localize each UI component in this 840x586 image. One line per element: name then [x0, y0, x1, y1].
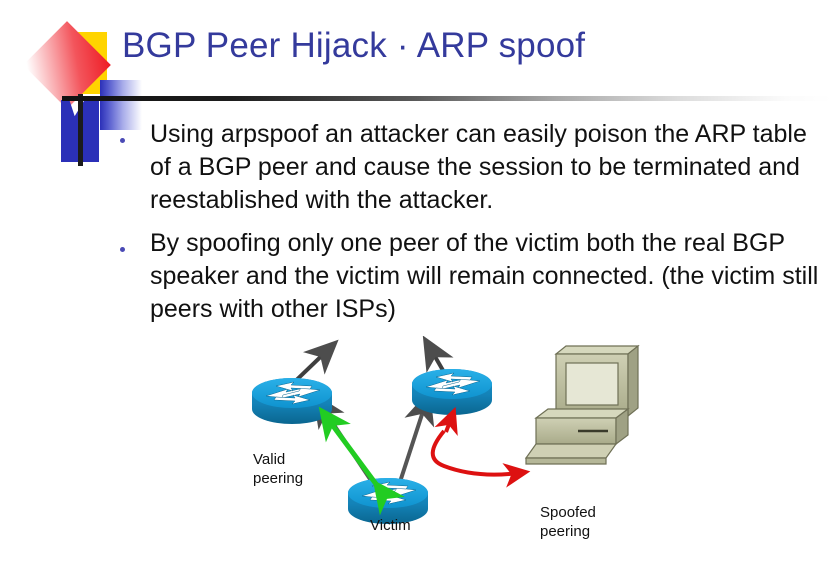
attacker-computer-node: [524, 344, 640, 465]
slide-title: BGP Peer Hijack · ARP spoof: [122, 26, 586, 65]
bullet-item: Using arpspoof an attacker can easily po…: [120, 118, 830, 217]
network-diagram-svg: [252, 336, 640, 524]
spoofed-peering-arrow: [430, 406, 531, 488]
slide-decoration-logo: [23, 21, 142, 172]
bullet-text: By spoofing only one peer of the victim …: [150, 229, 819, 323]
label-spoofed-peering: Spoofed peering: [540, 504, 596, 540]
label-victim: Victim: [370, 517, 411, 534]
router-node-right: [412, 369, 492, 415]
logo-blue-gradient-bar: [100, 80, 142, 130]
network-diagram: Valid peering Victim Spoofed peering: [230, 336, 700, 576]
router-node-left: [252, 378, 332, 424]
bullet-list: Using arpspoof an attacker can easily po…: [120, 118, 830, 336]
valid-peering-arrow: [318, 406, 405, 516]
logo-black-bar: [78, 94, 83, 166]
bullet-text: Using arpspoof an attacker can easily po…: [150, 120, 807, 214]
label-valid-peering: Valid peering: [253, 451, 304, 487]
bullet-marker-icon: [120, 227, 150, 257]
bullet-marker-icon: [120, 118, 150, 148]
bullet-item: By spoofing only one peer of the victim …: [120, 227, 830, 326]
title-divider-rule: [62, 96, 832, 101]
